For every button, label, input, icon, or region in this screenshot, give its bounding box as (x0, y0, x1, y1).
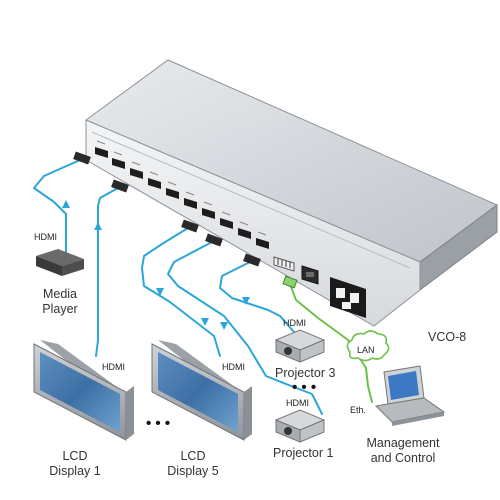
hdmi-port-group (95, 140, 269, 249)
arrow-down-icon (242, 297, 250, 305)
projector-3-label: Projector 3 (275, 366, 336, 380)
laptop-icon (374, 365, 446, 426)
hdmi-port (256, 231, 269, 249)
hdmi-plug (73, 151, 91, 165)
arrow-down-icon (156, 288, 164, 296)
management-pc-label-line1: Management (366, 436, 440, 450)
hdmi-label-projector-3: HDMI (283, 318, 306, 328)
hdmi-port (95, 140, 108, 158)
hdmi-plug (205, 233, 223, 247)
hdmi-port (202, 201, 215, 219)
arrow-down-icon (201, 318, 209, 326)
vco-8-rear-panel (85, 119, 421, 327)
power-inlet (330, 277, 366, 318)
hdmi-cable-projector-1 (167, 241, 323, 415)
hdmi-port (184, 191, 197, 209)
hdmi-cable-lcd-display-1 (95, 187, 119, 357)
hdmi-plug (181, 219, 199, 233)
arrow-up-icon (62, 200, 70, 208)
projector-1-label: Projector 1 (273, 446, 334, 460)
arrow-down-icon (220, 322, 228, 330)
media-player-label: Media Player (30, 287, 90, 317)
eth-label: Eth. (350, 405, 367, 415)
lcd-display-1-label: LCD Display 1 (40, 449, 110, 479)
ellipsis-projectors: • • • (292, 379, 316, 396)
lcd-display-1-icon (33, 340, 134, 441)
ellipsis-displays: • • • (146, 415, 170, 432)
hdmi-label-projector-1: HDMI (286, 398, 309, 408)
hdmi-plug (111, 179, 129, 193)
hdmi-port (166, 181, 179, 199)
hdmi-port (130, 161, 143, 179)
hdmi-port (220, 211, 233, 229)
hdmi-cable-lcd-display-5 (141, 227, 221, 357)
lcd-display-5-icon (151, 340, 252, 441)
projector-1-icon (274, 409, 326, 443)
hdmi-label-media-player: HDMI (34, 232, 57, 242)
lan-label: LAN (357, 345, 375, 355)
ethernet-plug (282, 275, 298, 289)
lan-cloud-icon (346, 330, 390, 362)
ethernet-port (301, 265, 319, 285)
media-player-label-line1: Media (42, 287, 78, 301)
hdmi-label-lcd-display-1: HDMI (102, 362, 125, 372)
arrow-up-icon (94, 222, 102, 230)
hdmi-cable-projector-3 (219, 261, 295, 333)
lcd-display-5-label-line2: Display 5 (167, 464, 219, 478)
dip-switch (273, 256, 295, 272)
lcd-display-1-label-line1: LCD (62, 449, 88, 463)
vco-8-unit (84, 59, 498, 327)
management-pc-label-line2: and Control (370, 451, 436, 465)
device-model-label: VCO-8 (428, 330, 467, 344)
lcd-display-5-label-line1: LCD (180, 449, 206, 463)
hdmi-label-lcd-display-5: HDMI (222, 362, 245, 372)
hdmi-port (148, 171, 161, 189)
media-player-icon (36, 249, 84, 276)
lan-cable (289, 283, 373, 403)
lcd-display-5-label: LCD Display 5 (158, 449, 228, 479)
projector-3-icon (274, 329, 326, 363)
management-pc-label: Management and Control (358, 436, 448, 466)
hdmi-port (112, 151, 125, 169)
hdmi-plug (243, 253, 261, 267)
hdmi-port (238, 221, 251, 239)
hdmi-cable-media-player (33, 159, 81, 253)
media-player-label-line2: Player (42, 302, 78, 316)
lcd-display-1-label-line2: Display 1 (49, 464, 101, 478)
